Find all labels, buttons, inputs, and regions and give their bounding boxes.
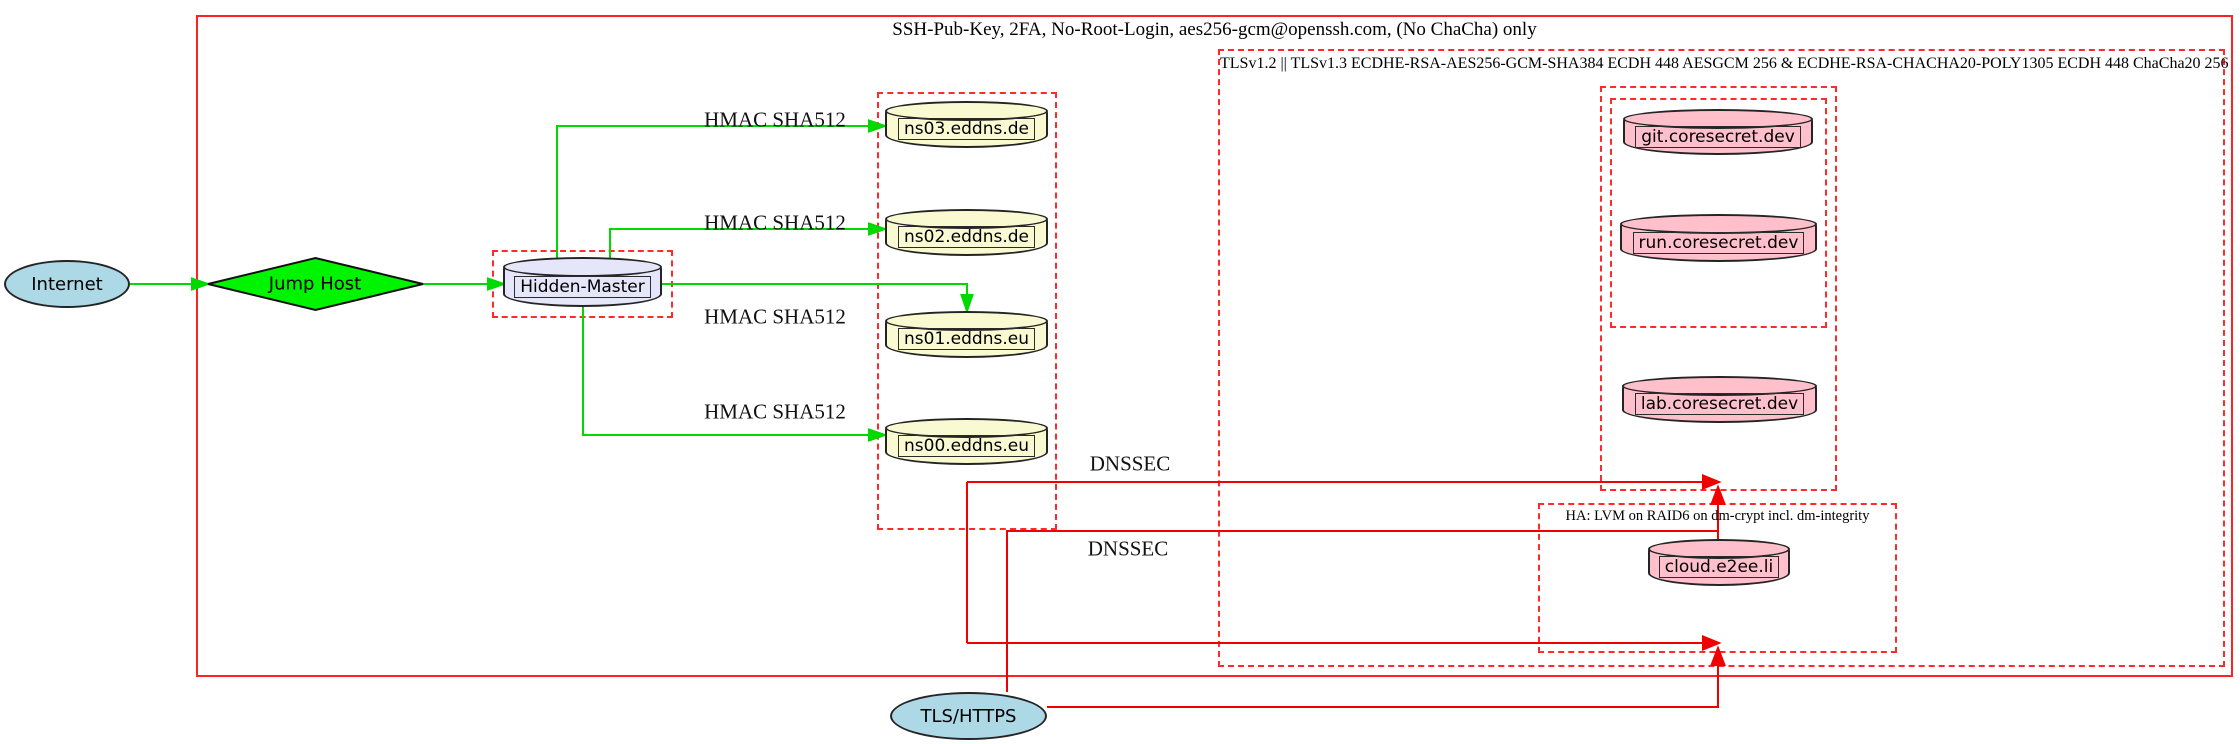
node-run-coresecret: run.coresecret.dev (1620, 214, 1817, 262)
node-ns00-label: ns00.eddns.eu (898, 435, 1035, 457)
node-ns00: ns00.eddns.eu (885, 418, 1048, 465)
node-internet: Internet (4, 260, 130, 308)
edge-label-hmac-ns01: HMAC SHA512 (704, 304, 846, 329)
edge-label-hmac-ns00: HMAC SHA512 (704, 399, 846, 424)
git-run-cluster-box (1610, 98, 1827, 328)
node-tls-https-label: TLS/HTTPS (920, 705, 1017, 727)
ha-cluster-label: HA: LVM on RAID6 on dm-crypt incl. dm-in… (1565, 508, 1870, 524)
edge-label-dnssec-2: DNSSEC (1087, 536, 1169, 561)
node-run-label: run.coresecret.dev (1632, 231, 1805, 254)
node-ns01: ns01.eddns.eu (885, 311, 1048, 358)
node-cloud-label: cloud.e2ee.li (1658, 556, 1780, 578)
node-ns02: ns02.eddns.de (885, 209, 1048, 256)
node-hidden-master-label: Hidden-Master (514, 275, 651, 298)
node-jump-host-label: Jump Host (268, 273, 362, 295)
tls-cluster-label: TLSv1.2 || TLSv1.3 ECDHE-RSA-AES256-GCM-… (1220, 55, 2229, 72)
node-git-label: git.coresecret.dev (1635, 125, 1801, 148)
node-ns02-label: ns02.eddns.de (898, 226, 1035, 248)
node-hidden-master: Hidden-Master (503, 257, 662, 307)
node-lab-coresecret: lab.coresecret.dev (1622, 376, 1817, 423)
node-ns03: ns03.eddns.de (885, 101, 1048, 148)
node-ns01-label: ns01.eddns.eu (898, 328, 1035, 350)
node-git-coresecret: git.coresecret.dev (1623, 109, 1813, 155)
node-tls-https: TLS/HTTPS (890, 692, 1047, 740)
edge-label-hmac-ns02: HMAC SHA512 (704, 210, 846, 235)
node-lab-label: lab.coresecret.dev (1634, 393, 1805, 415)
edge-label-hmac-ns03: HMAC SHA512 (704, 107, 846, 132)
node-internet-label: Internet (31, 273, 103, 295)
ssh-cluster-label: SSH-Pub-Key, 2FA, No-Root-Login, aes256-… (892, 19, 1537, 40)
tls-cluster-box (1218, 49, 2225, 667)
edge-label-dnssec-1: DNSSEC (1089, 451, 1171, 476)
node-cloud-e2ee: cloud.e2ee.li (1648, 539, 1790, 586)
node-ns03-label: ns03.eddns.de (898, 118, 1035, 140)
